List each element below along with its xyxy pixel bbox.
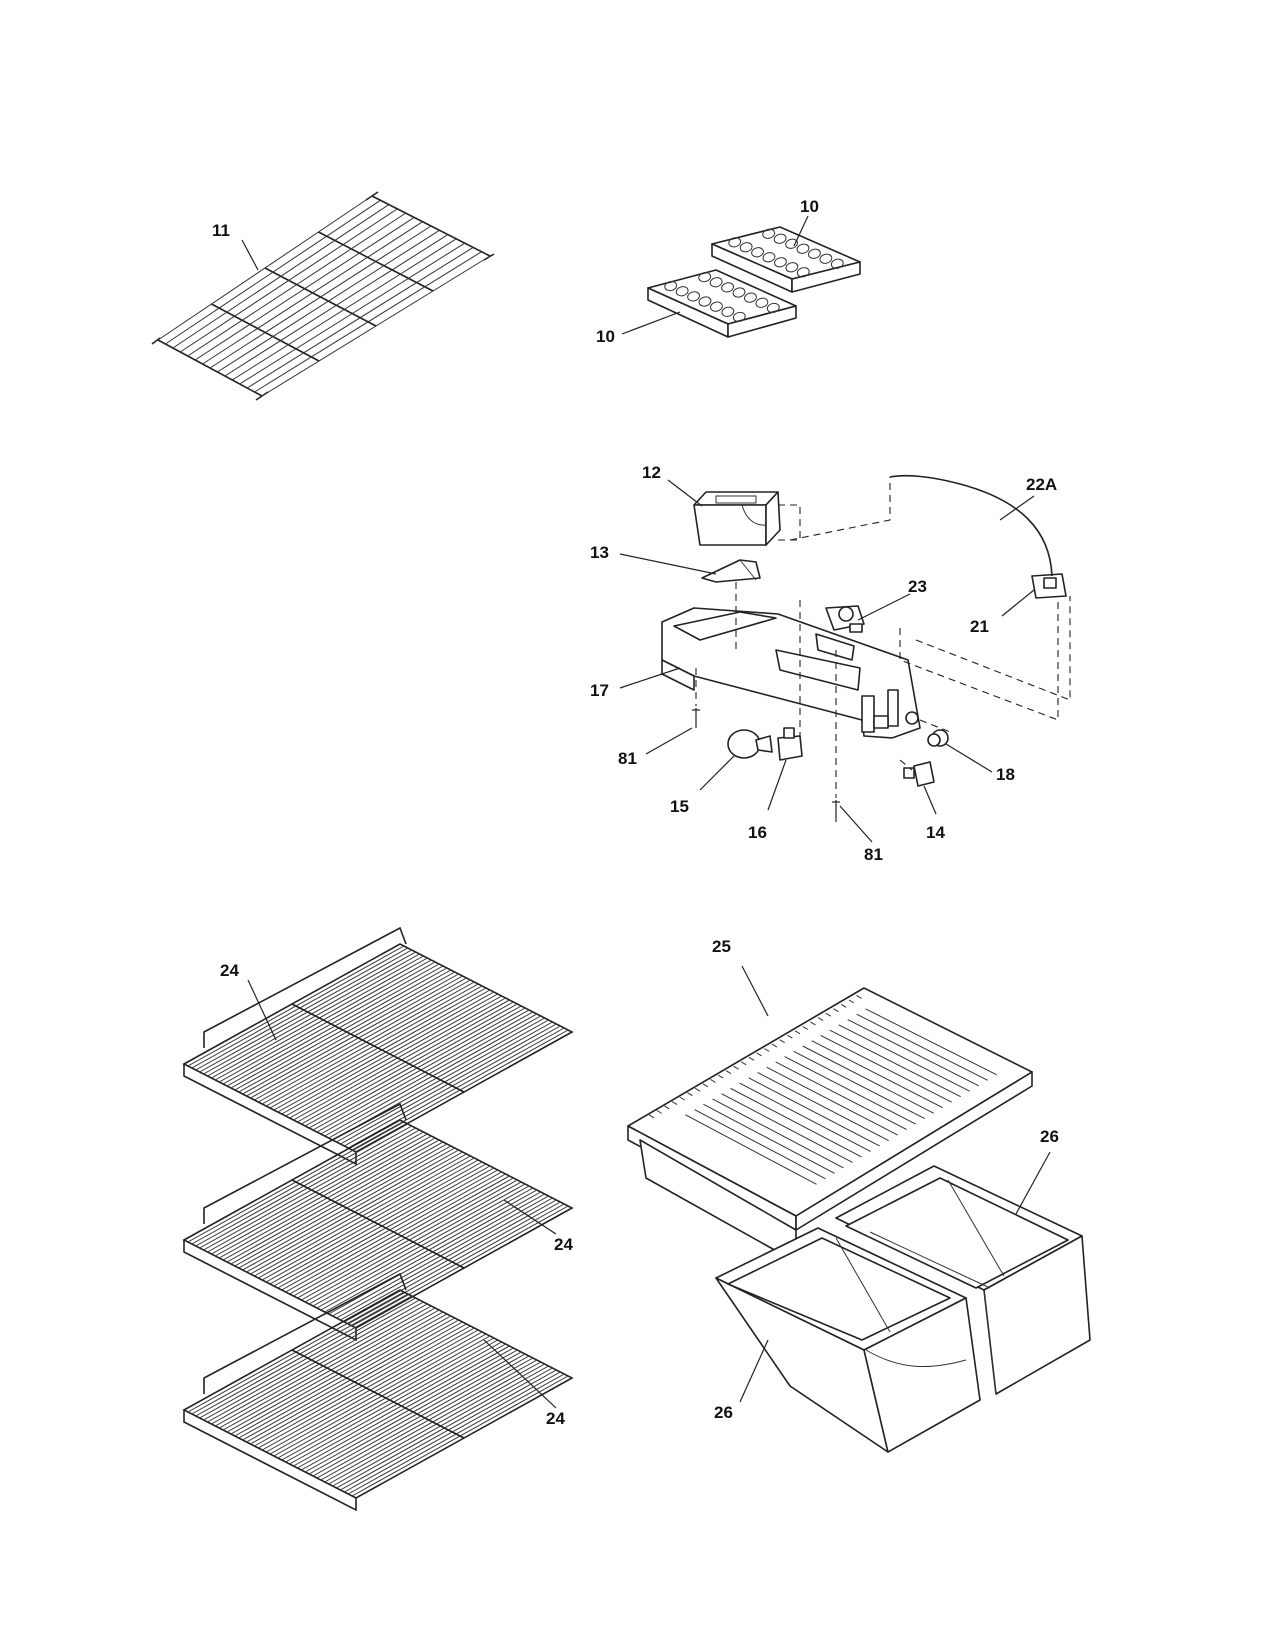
refrigerator-shelf-24-middle — [182, 1102, 574, 1342]
callout-10-bottom: 10 — [596, 327, 615, 346]
callout-13: 13 — [590, 543, 609, 562]
callout-24-middle: 24 — [554, 1235, 573, 1254]
callout-15: 15 — [670, 797, 689, 816]
callout-26-right: 26 — [1040, 1127, 1059, 1146]
crisper-drawer-26-left — [715, 1227, 981, 1453]
ice-bin-12 — [693, 491, 781, 546]
callout-25: 25 — [712, 937, 731, 956]
freezer-wire-shelf-11 — [151, 191, 495, 401]
callout-26-left: 26 — [714, 1403, 733, 1422]
capillary-tube-22a — [889, 474, 1053, 577]
callout-17: 17 — [590, 681, 609, 700]
housing-17 — [661, 607, 921, 739]
leader-lines — [241, 215, 1051, 1409]
refrigerator-shelf-24-bottom — [182, 1272, 574, 1512]
screw-81-right — [832, 800, 840, 822]
callout-24-top: 24 — [220, 961, 239, 980]
light-socket-16 — [777, 727, 803, 761]
callout-22a: 22A — [1026, 475, 1057, 494]
deflector-13 — [701, 559, 761, 583]
light-bulb-15 — [727, 729, 773, 759]
callout-21: 21 — [970, 617, 989, 636]
callout-10-top: 10 — [800, 197, 819, 216]
thermostat-21 — [1031, 573, 1067, 599]
callout-labels: 11 10 10 12 13 22A 23 21 17 81 18 15 16 … — [212, 197, 1059, 1428]
control-knob-18 — [927, 729, 949, 747]
callout-14: 14 — [926, 823, 945, 842]
callout-18: 18 — [996, 765, 1015, 784]
callout-81-right: 81 — [864, 845, 883, 864]
refrigerator-shelf-24-top — [182, 926, 574, 1166]
assembly-dashed-lines — [695, 477, 1071, 798]
callout-23: 23 — [908, 577, 927, 596]
ice-tray-10-front — [647, 269, 797, 338]
defrost-timer-23 — [825, 605, 865, 633]
crisper-drawer-26-right — [835, 1165, 1091, 1395]
light-switch-14 — [903, 761, 935, 787]
callout-24-bottom: 24 — [546, 1409, 565, 1428]
callout-81-left: 81 — [618, 749, 637, 768]
crisper-cover-25 — [627, 987, 1033, 1263]
callout-16: 16 — [748, 823, 767, 842]
callout-12: 12 — [642, 463, 661, 482]
screw-81-left — [692, 708, 700, 728]
ice-tray-10-back — [711, 226, 861, 293]
callout-11: 11 — [212, 221, 230, 240]
